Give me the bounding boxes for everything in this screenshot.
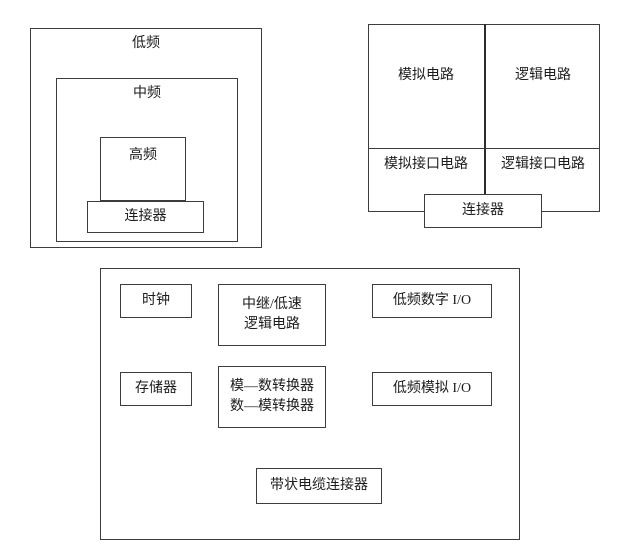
- relay-logic-box: 中继/低速 逻辑电路: [218, 284, 326, 346]
- digital-io-box: 低频数字 I/O: [372, 284, 492, 318]
- ribbon-connector-box: 带状电缆连接器: [256, 468, 382, 504]
- interface-divider-line: [368, 148, 600, 149]
- analog-io-box: 低频模拟 I/O: [372, 372, 492, 406]
- high-frequency-label: 高频: [129, 148, 157, 163]
- logic-circuit-label: 逻辑电路: [515, 68, 571, 83]
- memory-box: 存储器: [120, 372, 192, 406]
- logic-interface-label: 逻辑接口电路: [501, 157, 585, 172]
- high-frequency-zone: [100, 137, 186, 201]
- freq-connector-box: 连接器: [87, 201, 204, 233]
- clock-box: 时钟: [120, 284, 192, 318]
- analog-interface-label: 模拟接口电路: [384, 157, 468, 172]
- mid-frequency-zone: [56, 78, 238, 242]
- low-frequency-zone: [30, 28, 262, 248]
- converter-box: 模—数转换器 数—模转换器: [218, 366, 326, 428]
- low-frequency-label: 低频: [132, 36, 160, 51]
- board-outline: [100, 268, 520, 540]
- circuit-connector-box: 连接器: [424, 194, 542, 228]
- analog-circuit-label: 模拟电路: [398, 68, 454, 83]
- partition-divider-line: [484, 24, 486, 194]
- mid-frequency-label: 中频: [133, 86, 161, 101]
